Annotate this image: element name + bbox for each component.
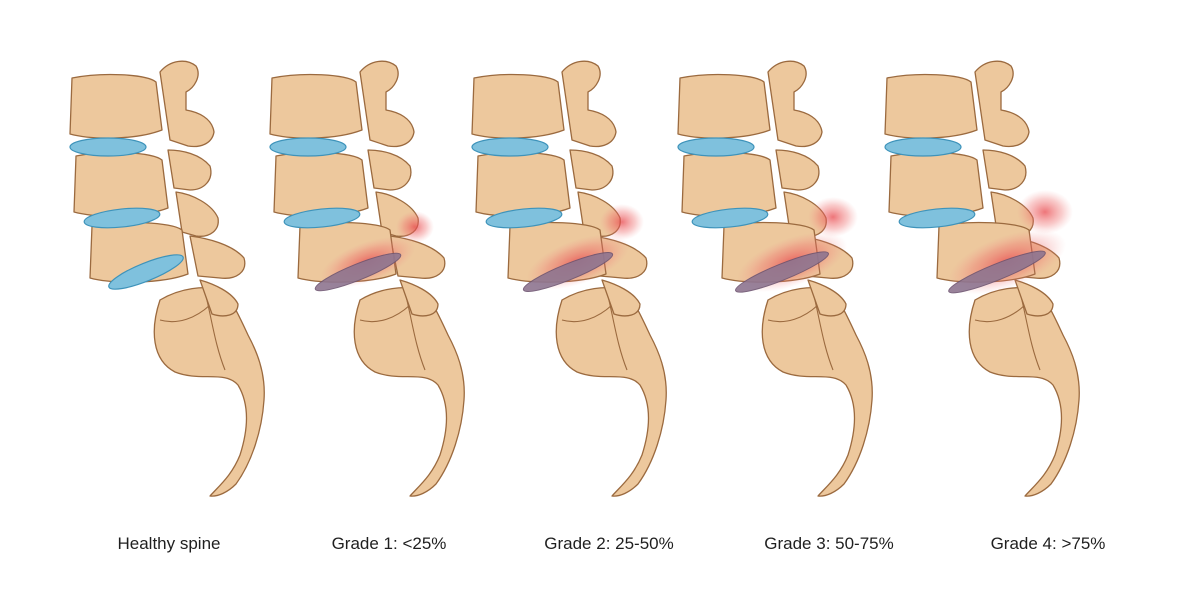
inflammation-facet-area	[808, 197, 858, 237]
inflammation-facet-area	[396, 211, 434, 243]
spine-panel-5	[884, 60, 1080, 497]
caption-healthy-spine: Healthy spine	[117, 534, 221, 553]
caption-grade-1: Grade 1: <25%	[331, 534, 447, 553]
sacrum-coccyx	[761, 287, 873, 497]
inflammation-facet-area	[1017, 190, 1073, 234]
posterior-process-5	[199, 279, 239, 317]
vertebral-body-1	[69, 73, 163, 139]
caption-grade-4: Grade 4: >75%	[990, 534, 1106, 553]
sacrum-segment-line	[159, 304, 211, 323]
caption-grade-3: Grade 3: 50-75%	[764, 534, 894, 553]
slipped-disc	[522, 252, 614, 292]
intervertebral-disc-3	[108, 254, 184, 290]
caption-grade-2: Grade 2: 25-50%	[544, 534, 674, 553]
posterior-process-1	[974, 60, 1030, 148]
slipped-disc	[948, 250, 1046, 294]
slipped-disc	[314, 252, 402, 292]
posterior-process-2	[775, 149, 820, 191]
spine-panel-2	[269, 60, 465, 497]
intervertebral-disc-1	[269, 137, 347, 157]
intervertebral-disc-1	[69, 137, 147, 157]
posterior-process-5	[399, 279, 439, 317]
vertebral-body-2	[681, 151, 777, 217]
posterior-process-1	[359, 60, 415, 148]
posterior-process-2	[982, 149, 1027, 191]
vertebral-body-1	[269, 73, 363, 139]
vertebral-body-1	[677, 73, 771, 139]
sacrum-segment-line	[974, 304, 1026, 323]
vertebral-body-1	[471, 73, 565, 139]
vertebral-body-1	[884, 73, 978, 139]
spine-panel-3	[471, 60, 667, 497]
sacrum-coccyx	[968, 287, 1080, 497]
posterior-process-5	[601, 279, 641, 317]
intervertebral-disc-2	[485, 207, 563, 229]
posterior-process-1	[159, 60, 215, 148]
posterior-process-5	[1014, 279, 1054, 317]
sacrum-coccyx	[555, 287, 667, 497]
posterior-process-4	[189, 235, 246, 279]
sacrum-segment-line	[561, 304, 613, 323]
posterior-process-2	[367, 149, 412, 191]
sacrum-segment-line	[767, 304, 819, 323]
sacrum-coccyx	[353, 287, 465, 497]
posterior-process-5	[807, 279, 847, 317]
sacrum-segment-line	[359, 304, 411, 323]
spine-panel-4	[677, 60, 873, 497]
intervertebral-disc-2	[691, 207, 769, 229]
posterior-process-3	[175, 191, 219, 237]
inflammation-facet-area	[600, 204, 644, 240]
vertebral-body-2	[273, 151, 369, 217]
posterior-process-1	[767, 60, 823, 148]
intervertebral-disc-1	[677, 137, 755, 157]
slipped-disc	[735, 251, 829, 293]
vertebral-body-2	[475, 151, 571, 217]
vertebral-body-2	[73, 151, 169, 217]
intervertebral-disc-2	[83, 207, 161, 229]
intervertebral-disc-1	[884, 137, 962, 157]
posterior-process-2	[167, 149, 212, 191]
posterior-process-1	[561, 60, 617, 148]
intervertebral-disc-2	[283, 207, 361, 229]
intervertebral-disc-2	[898, 207, 976, 229]
intervertebral-disc-1	[471, 137, 549, 157]
vertebral-body-2	[888, 151, 984, 217]
posterior-process-2	[569, 149, 614, 191]
sacrum-coccyx	[153, 287, 265, 497]
spine-panel-1	[69, 60, 265, 497]
